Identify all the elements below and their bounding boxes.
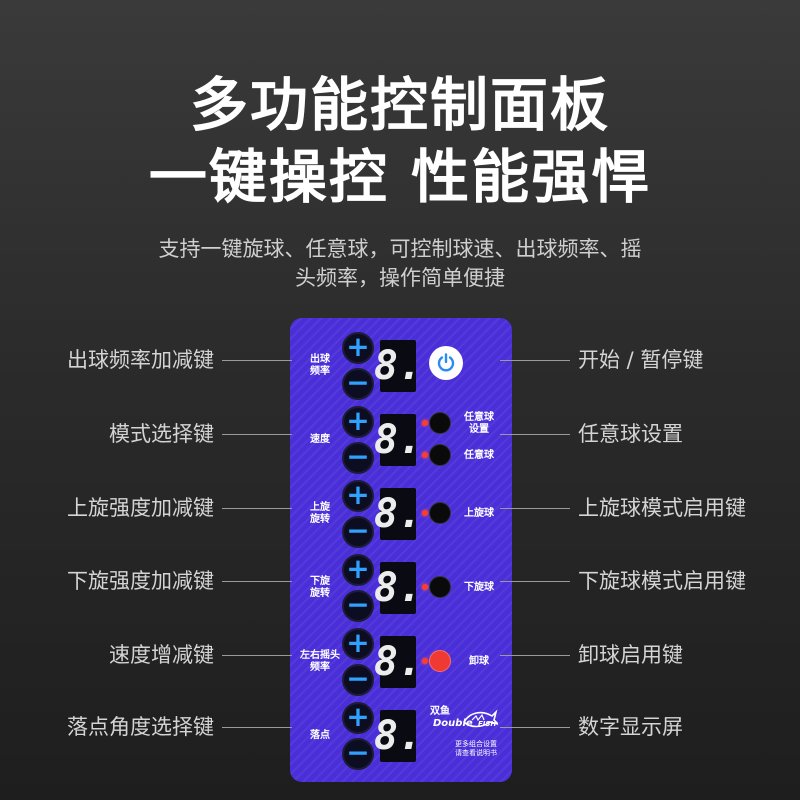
left-label-landing: 落点角度选择键 bbox=[67, 715, 214, 739]
leader-line bbox=[500, 360, 570, 361]
brand-logo: 双鱼 Double FISH bbox=[430, 700, 510, 740]
free-ball-setting-button[interactable] bbox=[429, 412, 451, 434]
row-label: 速度 bbox=[310, 434, 330, 445]
speed-plus-button[interactable]: + bbox=[342, 406, 374, 438]
row-label: 上旋 旋转 bbox=[310, 502, 330, 525]
topspin-label: 上旋球 bbox=[464, 508, 494, 519]
landing-plus-button[interactable]: + bbox=[342, 702, 374, 734]
brand-en: Double bbox=[433, 718, 473, 729]
subtitle-line1: 支持一键旋球、任意球，可控制球速、出球频率、摇 bbox=[158, 237, 642, 261]
left-label-mode: 模式选择键 bbox=[109, 422, 214, 446]
row-oscillation: 左右摇头 频率 + − 8. 卸球 bbox=[290, 628, 512, 698]
digit-display: 8. bbox=[374, 710, 422, 762]
oscillation-plus-button[interactable]: + bbox=[342, 628, 374, 660]
leader-line bbox=[222, 360, 292, 361]
topspin-minus-button[interactable]: − bbox=[342, 516, 374, 548]
minus-icon: − bbox=[346, 736, 370, 769]
right-label-topspin-mode: 上旋球模式启用键 bbox=[578, 496, 746, 520]
right-label-start-pause: 开始 / 暂停键 bbox=[578, 348, 704, 372]
oscillation-minus-button[interactable]: − bbox=[342, 664, 374, 696]
plus-icon: + bbox=[346, 330, 370, 363]
unload-button[interactable] bbox=[429, 650, 451, 672]
control-panel: 出球 频率 + − 8. 速度 + − 8. 任意球 设置 任意球 上旋 旋转 … bbox=[290, 318, 512, 782]
indicator-led bbox=[422, 658, 428, 664]
indicator-led bbox=[422, 510, 428, 516]
left-label-topspin: 上旋强度加减键 bbox=[67, 496, 214, 520]
backspin-minus-button[interactable]: − bbox=[342, 590, 374, 622]
leader-line bbox=[500, 581, 570, 582]
topspin-plus-button[interactable]: + bbox=[342, 480, 374, 512]
leader-line bbox=[222, 727, 292, 728]
digit-display: 8. bbox=[374, 636, 422, 688]
free-ball-setting-label: 任意球 设置 bbox=[464, 412, 494, 435]
subtitle-line2: 头频率，操作简单便捷 bbox=[295, 266, 505, 290]
digit-display: 8. bbox=[374, 414, 422, 466]
row-topspin: 上旋 旋转 + − 8. 上旋球 bbox=[290, 480, 512, 550]
unload-label: 卸球 bbox=[469, 656, 489, 667]
manual-note: 更多组合设置 请查看说明书 bbox=[455, 740, 497, 757]
power-button[interactable] bbox=[429, 346, 463, 380]
row-label: 落点 bbox=[310, 730, 330, 741]
leader-line bbox=[222, 508, 292, 509]
plus-icon: + bbox=[346, 626, 370, 659]
minus-icon: − bbox=[346, 366, 370, 399]
minus-icon: − bbox=[346, 514, 370, 547]
digit-display: 8. bbox=[374, 488, 422, 540]
leader-line bbox=[500, 508, 570, 509]
leader-line bbox=[222, 655, 292, 656]
minus-icon: − bbox=[346, 662, 370, 695]
backspin-button[interactable] bbox=[429, 576, 451, 598]
brand-fish: FISH bbox=[478, 720, 497, 728]
leader-line bbox=[500, 434, 570, 435]
row-label: 下旋 旋转 bbox=[310, 576, 330, 599]
fish-icon bbox=[462, 709, 498, 728]
minus-icon: − bbox=[346, 588, 370, 621]
speed-minus-button[interactable]: − bbox=[342, 442, 374, 474]
indicator-led bbox=[422, 452, 428, 458]
backspin-label: 下旋球 bbox=[464, 582, 494, 593]
row-landing-point: 落点 + − 8. bbox=[290, 702, 512, 772]
leader-line bbox=[500, 655, 570, 656]
frequency-minus-button[interactable]: − bbox=[342, 368, 374, 400]
leader-line bbox=[222, 434, 292, 435]
plus-icon: + bbox=[346, 478, 370, 511]
free-ball-label: 任意球 bbox=[464, 450, 494, 461]
free-ball-button[interactable] bbox=[429, 444, 451, 466]
left-label-speed: 速度增减键 bbox=[109, 643, 214, 667]
brand-cn: 双鱼 bbox=[430, 706, 450, 717]
plus-icon: + bbox=[346, 700, 370, 733]
leader-line bbox=[222, 581, 292, 582]
digit-display: 8. bbox=[374, 340, 422, 392]
row-label: 出球 频率 bbox=[310, 354, 330, 377]
page-title-line1: 多功能控制面板 bbox=[189, 71, 610, 139]
page-title-line2: 一键操控 性能强悍 bbox=[148, 143, 652, 211]
left-label-backspin: 下旋强度加减键 bbox=[67, 569, 214, 593]
plus-icon: + bbox=[346, 552, 370, 585]
left-label-frequency: 出球频率加减键 bbox=[67, 348, 214, 372]
frequency-plus-button[interactable]: + bbox=[342, 332, 374, 364]
landing-minus-button[interactable]: − bbox=[342, 738, 374, 770]
row-backspin: 下旋 旋转 + − 8. 下旋球 bbox=[290, 554, 512, 624]
right-label-free-ball-setting: 任意球设置 bbox=[578, 422, 683, 446]
backspin-plus-button[interactable]: + bbox=[342, 554, 374, 586]
indicator-led bbox=[422, 584, 428, 590]
indicator-led bbox=[422, 420, 428, 426]
right-label-backspin-mode: 下旋球模式启用键 bbox=[578, 569, 746, 593]
power-icon bbox=[437, 353, 455, 372]
minus-icon: − bbox=[346, 440, 370, 473]
right-label-unload: 卸球启用键 bbox=[578, 643, 683, 667]
row-speed: 速度 + − 8. 任意球 设置 任意球 bbox=[290, 406, 512, 476]
row-label: 左右摇头 频率 bbox=[300, 650, 340, 673]
row-ball-frequency: 出球 频率 + − 8. bbox=[290, 332, 512, 402]
digit-display: 8. bbox=[374, 562, 422, 614]
right-label-display: 数字显示屏 bbox=[578, 715, 683, 739]
leader-line bbox=[500, 727, 570, 728]
plus-icon: + bbox=[346, 404, 370, 437]
topspin-button[interactable] bbox=[429, 502, 451, 524]
